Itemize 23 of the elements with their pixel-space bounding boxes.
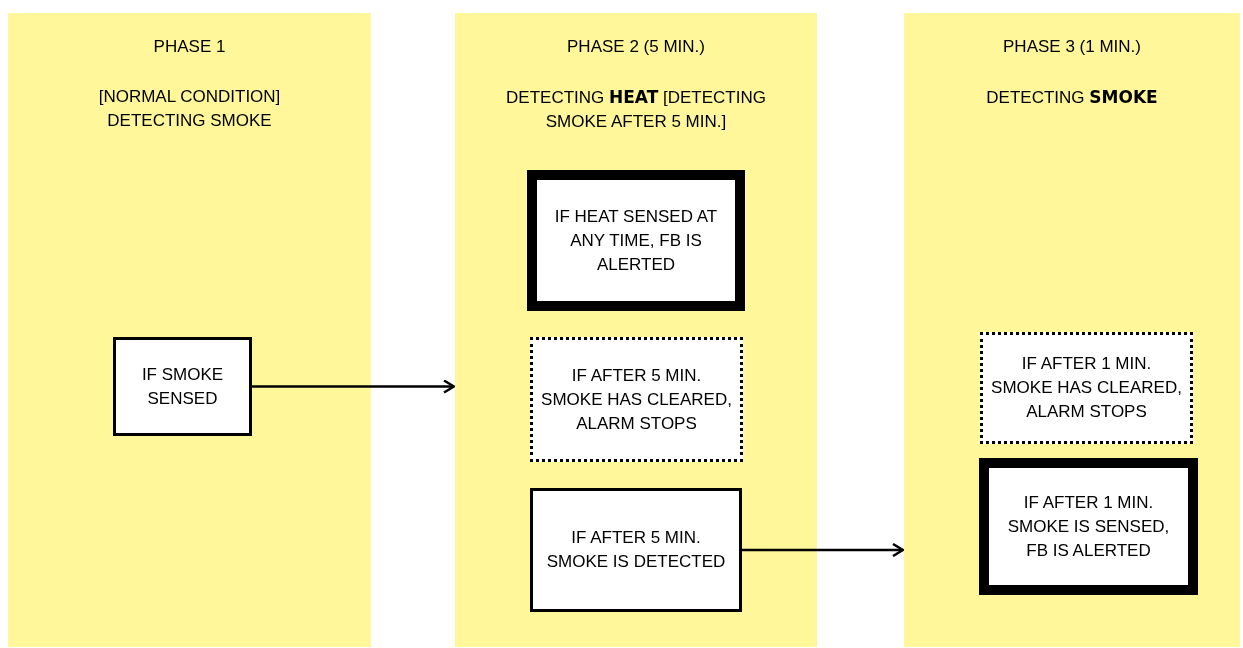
condition-text: IF HEAT SENSED AT ANY TIME, FB IS ALERTED (553, 205, 719, 276)
phase-panel (455, 13, 817, 647)
condition-box (980, 332, 1193, 444)
phase-heading: PHASE 1 (153, 36, 226, 58)
phase-description: [NORMAL CONDITION] DETECTING SMOKE (97, 86, 282, 132)
phase-description: DETECTING HEAT [DETECTING SMOKE AFTER 5 MIN.] (505, 86, 767, 133)
phase-panel (904, 13, 1240, 647)
condition-text: IF SMOKE SENSED (140, 363, 225, 410)
condition-text: IF AFTER 1 MIN. SMOKE IS SENSED, FB IS ALERTED (1006, 491, 1171, 562)
condition-box (527, 170, 745, 311)
arrow (742, 542, 905, 558)
phase-heading: PHASE 2 (5 MIN.) (567, 36, 705, 58)
condition-box (979, 458, 1198, 595)
phase-panel (8, 13, 371, 647)
condition-text: IF AFTER 5 MIN. SMOKE IS DETECTED (545, 527, 727, 573)
condition-box (530, 337, 743, 462)
arrow (252, 379, 456, 394)
condition-box (530, 488, 742, 612)
condition-text: IF AFTER 5 MIN. SMOKE HAS CLEARED, ALARM STOPS (541, 364, 732, 435)
condition-text: IF AFTER 1 MIN. SMOKE HAS CLEARED, ALARM STOPS (991, 353, 1182, 423)
phase-description: DETECTING SMOKE (986, 86, 1158, 109)
phase-heading: PHASE 3 (1 MIN.) (1003, 36, 1141, 58)
condition-box (113, 337, 252, 436)
